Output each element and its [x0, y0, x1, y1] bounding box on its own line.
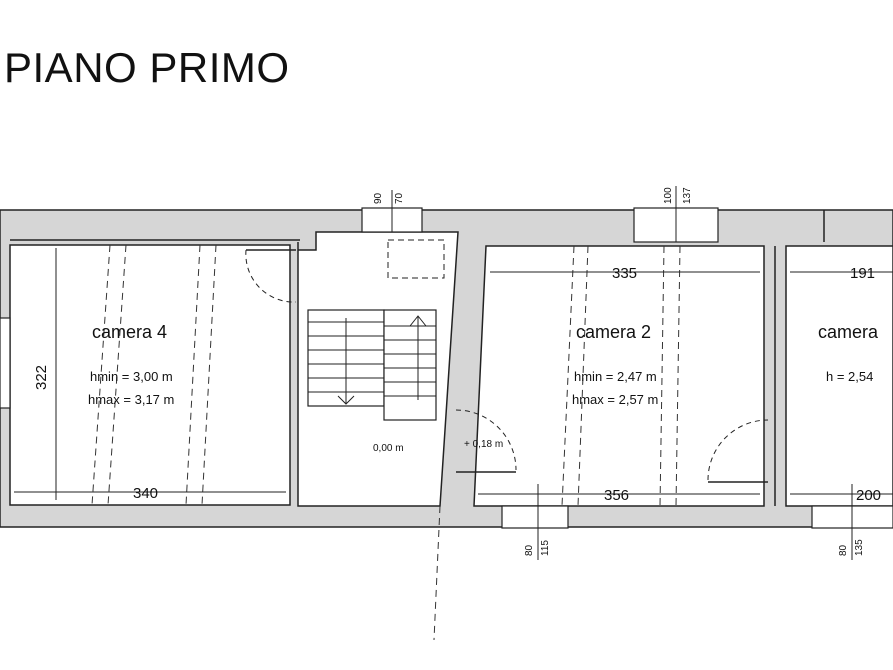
room-name-camera: camera: [818, 322, 879, 342]
window-left: [0, 317, 11, 409]
beam-line: [91, 244, 111, 506]
beam-line: [675, 245, 681, 507]
door-swing: [455, 409, 517, 471]
window-dim-label: 80: [838, 544, 849, 556]
room-name-camera2: camera 2: [576, 322, 651, 342]
dim-label-camera-top: 191: [850, 265, 875, 282]
level-landing: + 0,18 m: [464, 439, 503, 450]
window-dim-label: 100: [663, 187, 674, 204]
window-bottom-mid: [501, 505, 569, 529]
stair-flight-right: [383, 309, 437, 421]
stair-arrow-head-down: [337, 395, 355, 405]
window-dim-label: 115: [540, 540, 551, 556]
shaft-box: [387, 239, 445, 279]
dim-label-camera4-width: 340: [133, 485, 158, 502]
beam-line: [561, 245, 575, 507]
door-swing: [707, 419, 769, 481]
dim-label-camera-bottom: 200: [856, 487, 881, 504]
beam-line: [577, 245, 589, 507]
beam-line: [201, 244, 217, 506]
beam-line: [659, 245, 665, 507]
window-dim-label: 137: [682, 187, 693, 204]
window-dim-label: 70: [394, 192, 405, 204]
beam-line: [185, 244, 201, 506]
beam-line: [107, 244, 127, 506]
room-h-camera: h = 2,54: [826, 369, 873, 384]
window-dim-label: 135: [854, 539, 865, 556]
door-swing: [245, 249, 297, 303]
room-hmin-camera2: hmin = 2,47 m: [574, 369, 657, 384]
room-name-camera4: camera 4: [92, 322, 167, 342]
dim-label-camera2-top: 335: [612, 265, 637, 282]
page-title: PIANO PRIMO: [4, 44, 290, 91]
window-dim-label: 90: [373, 192, 384, 204]
stair-arrow-head-up: [409, 315, 427, 327]
room-hmax-camera4: hmax = 3,17 m: [88, 392, 174, 407]
dim-label-camera2-bottom: 356: [604, 487, 629, 504]
room-hmax-camera2: hmax = 2,57 m: [572, 392, 658, 407]
window-dim-label: 80: [524, 544, 535, 556]
level-stair: 0,00 m: [373, 443, 404, 454]
section-line: [433, 505, 441, 641]
room-hmin-camera4: hmin = 3,00 m: [90, 369, 173, 384]
dim-label-camera4-height: 322: [33, 365, 50, 390]
